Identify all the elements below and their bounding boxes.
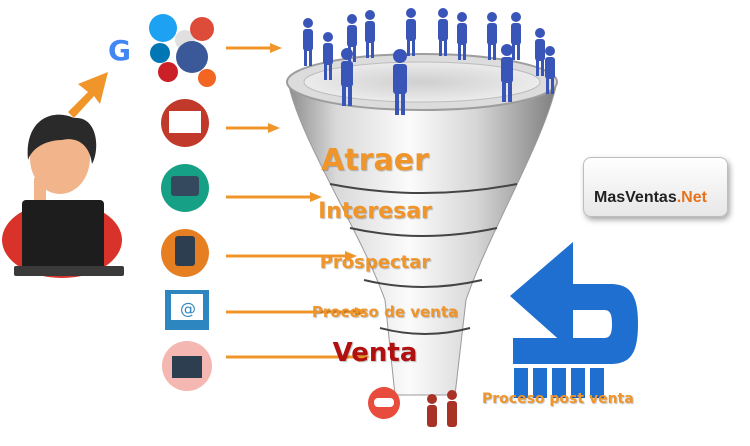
stage-interesar-label: Interesar — [318, 199, 432, 224]
funnel-divider — [329, 183, 518, 194]
masventas-logo: MasVentas.Net — [583, 157, 728, 217]
stage-venta-label: Venta — [332, 338, 418, 368]
envelope-icon: @ — [165, 290, 209, 330]
twitter-icon — [149, 14, 177, 42]
user-laptop-icon — [2, 114, 124, 278]
stage-atraer-label: Atraer — [321, 143, 429, 178]
logo-text: MasVentas.Net — [594, 189, 707, 207]
funnel-divider — [349, 227, 498, 237]
google-plus-icon — [190, 17, 214, 41]
funnel-opening — [303, 61, 541, 103]
video-conference-icon — [161, 99, 209, 147]
customer-people-icon — [427, 390, 457, 427]
post-sale-label: Proceso post venta — [482, 391, 634, 407]
cash-register-icon — [162, 341, 212, 391]
handshake-icon — [368, 387, 400, 419]
facebook-icon — [176, 41, 208, 73]
funnel-divider — [363, 279, 483, 288]
svg-text:@: @ — [180, 299, 196, 318]
social-icons-cluster: G — [108, 14, 216, 87]
funnel-divider — [379, 327, 471, 335]
pinterest-icon — [158, 62, 178, 82]
people-crowd-icon — [303, 8, 555, 115]
logo-name: MasVentas — [594, 189, 677, 206]
tablet-icon — [161, 164, 209, 212]
linkedin-icon — [150, 43, 170, 63]
funnel-input-arrows — [226, 43, 370, 362]
return-arrow-icon — [510, 242, 638, 398]
logo-suffix: .Net — [676, 189, 707, 206]
rss-icon — [198, 69, 216, 87]
stage-proceso-venta-label: Proceso de venta — [311, 303, 459, 321]
tablet-touch-icon — [161, 229, 209, 277]
stage-prospectar-label: Prospectar — [319, 252, 431, 273]
google-icon: G — [108, 34, 131, 67]
user-to-channels-arrow — [68, 72, 108, 118]
